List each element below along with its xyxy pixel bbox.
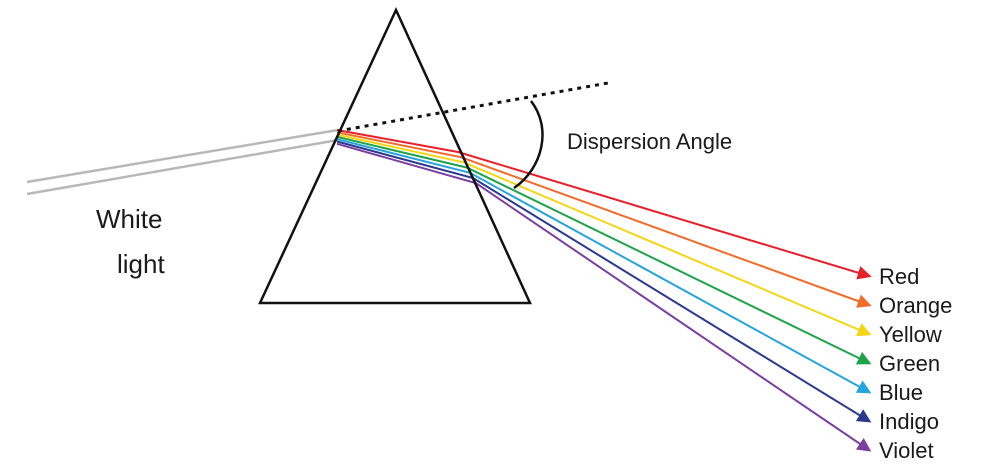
ray-indigo xyxy=(336,140,872,423)
white-light-beam xyxy=(26,128,339,196)
dispersion-angle-arc xyxy=(513,100,544,190)
white-light-line-upper xyxy=(26,128,339,184)
ray-violet xyxy=(336,142,872,452)
ray-green xyxy=(336,135,872,365)
dispersed-rays xyxy=(336,129,872,452)
ray-label-red: Red xyxy=(879,264,919,289)
ray-orange xyxy=(336,131,872,308)
white-light-label-line2: light xyxy=(117,249,165,279)
ray-red xyxy=(336,129,872,280)
ray-label-orange: Orange xyxy=(879,293,952,318)
ray-label-violet: Violet xyxy=(879,438,934,463)
ray-label-indigo: Indigo xyxy=(879,409,939,434)
prism xyxy=(258,7,532,305)
dispersion-angle-label: Dispersion Angle xyxy=(567,129,732,154)
ray-label-green: Green xyxy=(879,351,940,376)
white-light-line-lower xyxy=(26,138,339,196)
white-light-label-line1: White xyxy=(96,204,162,234)
ray-label-blue: Blue xyxy=(879,380,923,405)
ray-label-yellow: Yellow xyxy=(879,322,942,347)
ray-yellow xyxy=(336,133,872,337)
ray-blue xyxy=(336,138,872,394)
incident-extension-dotted-line xyxy=(337,81,609,133)
